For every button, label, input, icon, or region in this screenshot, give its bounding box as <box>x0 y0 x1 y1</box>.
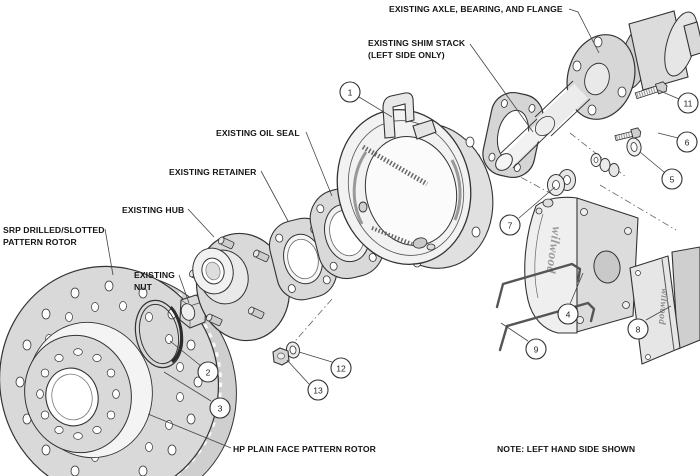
axle-assembly <box>495 10 700 171</box>
callout-6: 6 <box>676 131 698 153</box>
label-srp-1: SRP DRILLED/SLOTTED <box>3 225 105 235</box>
callout-13: 13 <box>307 379 329 401</box>
text-labels: EXISTING AXLE, BEARING, AND FLANGE EXIST… <box>3 4 635 454</box>
callout-4: 4 <box>557 303 579 325</box>
callout-2: 2 <box>197 361 219 383</box>
pad-clips <box>495 262 596 352</box>
svg-text:5: 5 <box>670 175 675 185</box>
label-hp-rotor: HP PLAIN FACE PATTERN ROTOR <box>233 444 377 454</box>
label-axle: EXISTING AXLE, BEARING, AND FLANGE <box>389 4 563 14</box>
washer-stack-7 <box>547 153 620 196</box>
label-retainer: EXISTING RETAINER <box>169 167 257 177</box>
axle-bolt-long <box>634 81 668 100</box>
callout-8: 8 <box>627 318 649 340</box>
callout-5: 5 <box>661 168 683 190</box>
note-text: NOTE: LEFT HAND SIDE SHOWN <box>497 444 635 454</box>
nut-13 <box>272 347 290 366</box>
svg-text:7: 7 <box>508 221 513 231</box>
caliper: wilwood <box>524 196 639 334</box>
brake-pads: wilwood <box>629 246 700 365</box>
callout-7: 7 <box>499 214 521 236</box>
pad-brand-text: wilwood <box>656 288 670 326</box>
washer-5 <box>626 137 642 157</box>
callout-11: 11 <box>677 92 699 114</box>
washer-12 <box>285 341 301 359</box>
mount-bolt-short <box>614 127 642 142</box>
svg-text:1: 1 <box>348 88 353 98</box>
svg-text:4: 4 <box>566 310 571 320</box>
o-ring <box>134 299 184 369</box>
label-shim-2: (LEFT SIDE ONLY) <box>368 50 445 60</box>
callout-9: 9 <box>525 338 547 360</box>
svg-text:12: 12 <box>336 364 346 374</box>
callout-balloons: 1 2 3 4 5 6 7 8 9 11 12 13 <box>197 81 699 419</box>
svg-text:9: 9 <box>534 345 539 355</box>
parking-brake-bracket <box>382 92 437 140</box>
label-hub: EXISTING HUB <box>122 205 184 215</box>
label-nut-2: NUT <box>134 282 153 292</box>
label-nut-1: EXISTING <box>134 270 175 280</box>
callout-12: 12 <box>330 357 352 379</box>
label-srp-2: PATTERN ROTOR <box>3 237 78 247</box>
hub <box>189 232 291 342</box>
leader-lines <box>104 8 680 449</box>
label-shim-1: EXISTING SHIM STACK <box>368 38 466 48</box>
caliper-brand-text: wilwood <box>543 226 564 275</box>
backing-plate-assembly <box>336 92 494 269</box>
svg-text:2: 2 <box>206 368 211 378</box>
label-oil-seal: EXISTING OIL SEAL <box>216 128 300 138</box>
svg-text:11: 11 <box>684 99 693 109</box>
callout-1: 1 <box>339 81 361 103</box>
svg-text:6: 6 <box>685 138 690 148</box>
svg-text:8: 8 <box>636 325 641 335</box>
callout-3: 3 <box>209 397 231 419</box>
svg-text:3: 3 <box>218 404 223 414</box>
svg-text:13: 13 <box>313 386 323 396</box>
